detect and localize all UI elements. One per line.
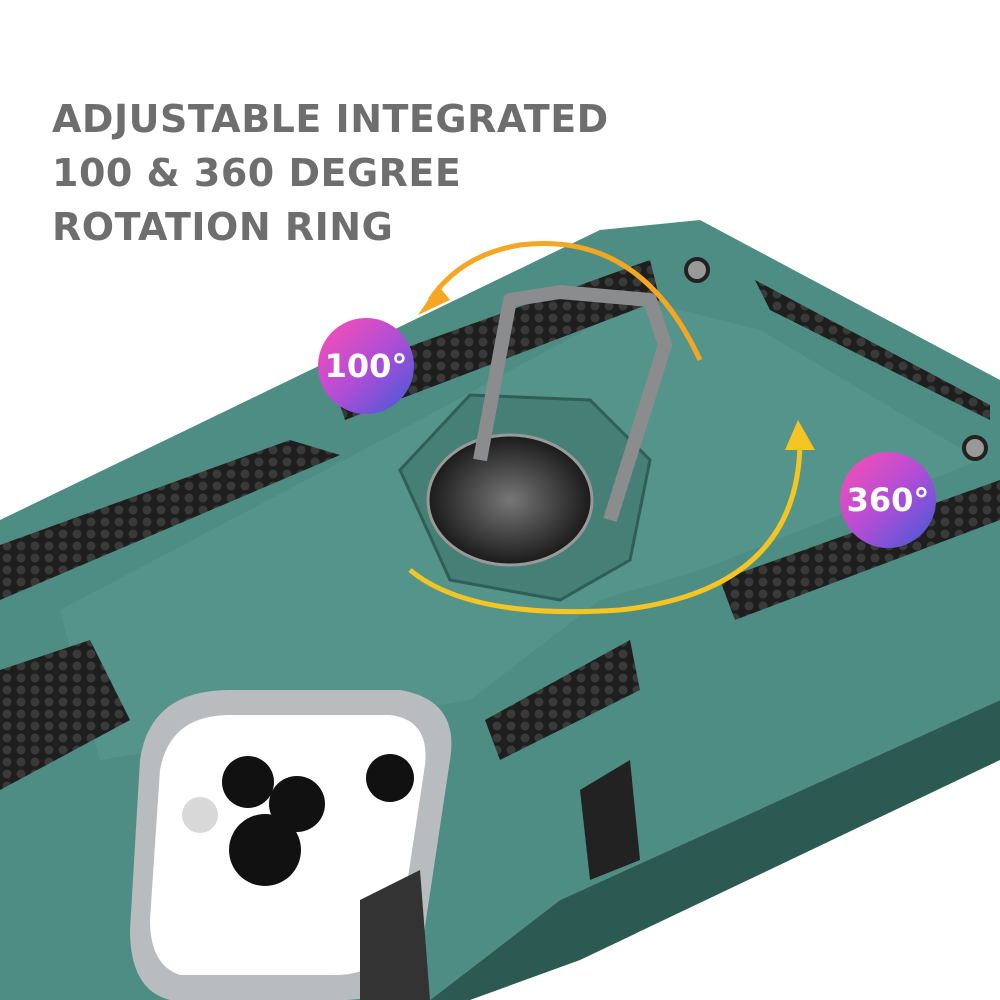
grip-strip (0, 640, 130, 790)
grip-strip (485, 640, 640, 760)
headline-line-1: ADJUSTABLE INTEGRATED (52, 97, 609, 141)
badge-360-degree: 360° (840, 452, 936, 548)
side-button (360, 870, 430, 1000)
camera-lens (269, 776, 325, 832)
headline-line-2: 100 & 360 DEGREE (52, 151, 462, 195)
ring-disc (426, 433, 594, 567)
grip-strip (755, 280, 990, 420)
headline: ADJUSTABLE INTEGRATED 100 & 360 DEGREE R… (52, 92, 609, 254)
camera-lens (222, 756, 274, 808)
case-edge (0, 700, 1000, 1000)
arrow-head (785, 420, 815, 450)
rotation-arrow-360 (408, 439, 803, 615)
screw (962, 435, 988, 461)
camera-lens (366, 754, 414, 802)
grip-strip (0, 440, 340, 600)
camera-lens (229, 814, 301, 886)
arrow-head (418, 285, 450, 315)
headline-line-3: ROTATION RING (52, 205, 394, 249)
screw (684, 257, 710, 283)
side-button (580, 760, 640, 880)
badge-100-degree: 100° (318, 318, 414, 414)
rotation-ring (473, 285, 672, 523)
rotation-arrow-100 (427, 241, 703, 362)
camera-flash (182, 797, 218, 833)
